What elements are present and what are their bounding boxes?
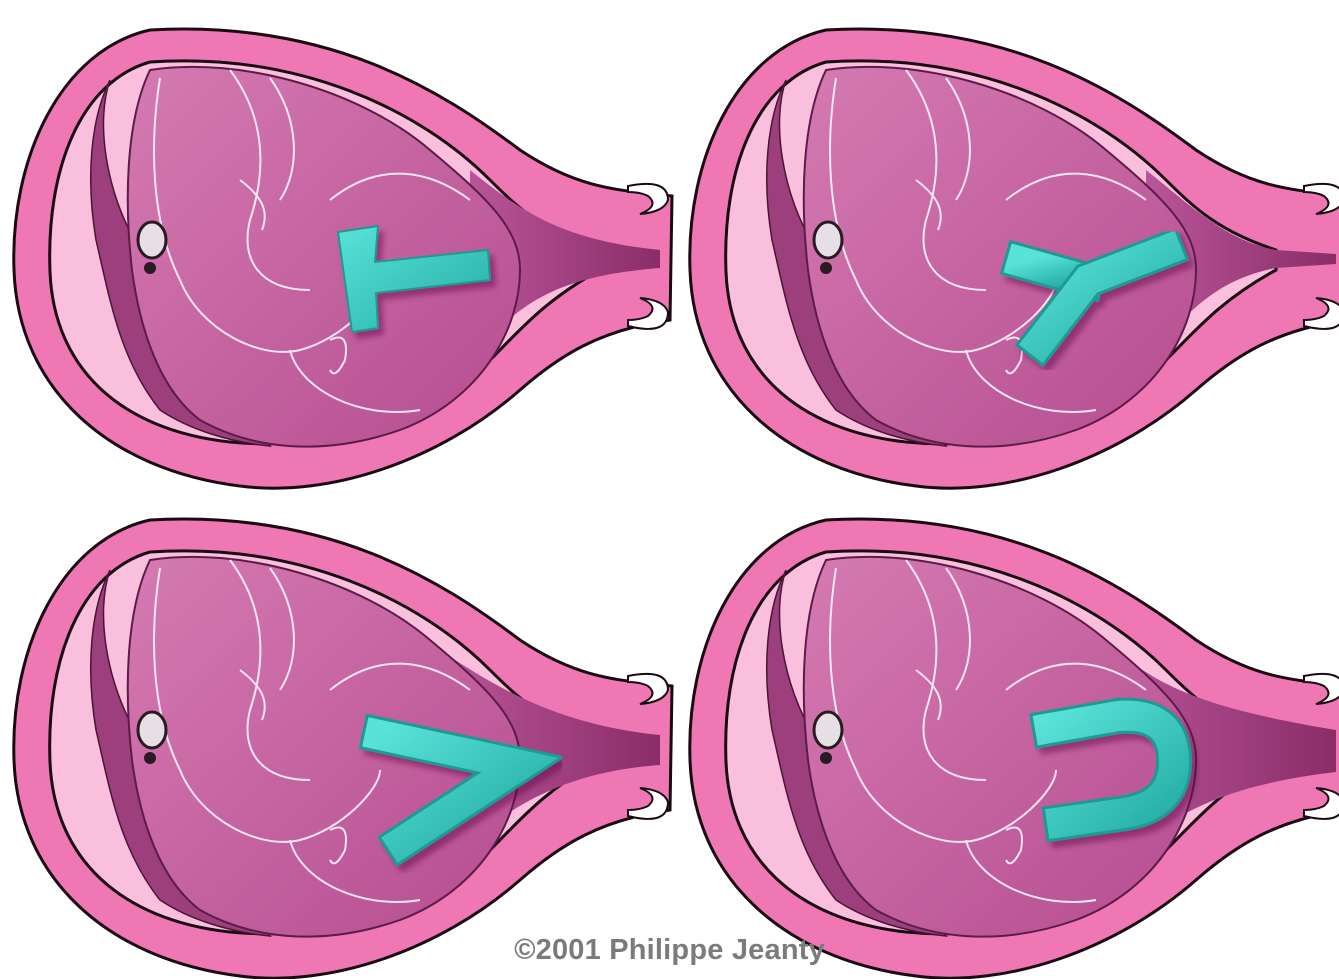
- fetal-ear-detail: [820, 262, 832, 274]
- fetal-ear: [138, 712, 166, 748]
- fetal-ear: [814, 222, 842, 258]
- fetal-ear: [814, 712, 842, 748]
- uterus-panel-top-left: [14, 29, 672, 488]
- fetal-ear: [138, 222, 166, 258]
- uterus-panel-bottom-right: [690, 519, 1339, 978]
- copyright-notice: ©2001 Philippe Jeanty: [0, 934, 1339, 967]
- uterus-panel-bottom-left: [14, 519, 672, 978]
- fetal-ear-detail: [144, 752, 156, 764]
- uterus-panel-top-right: [690, 29, 1339, 488]
- fetal-ear-detail: [144, 262, 156, 274]
- fetal-ear-detail: [820, 752, 832, 764]
